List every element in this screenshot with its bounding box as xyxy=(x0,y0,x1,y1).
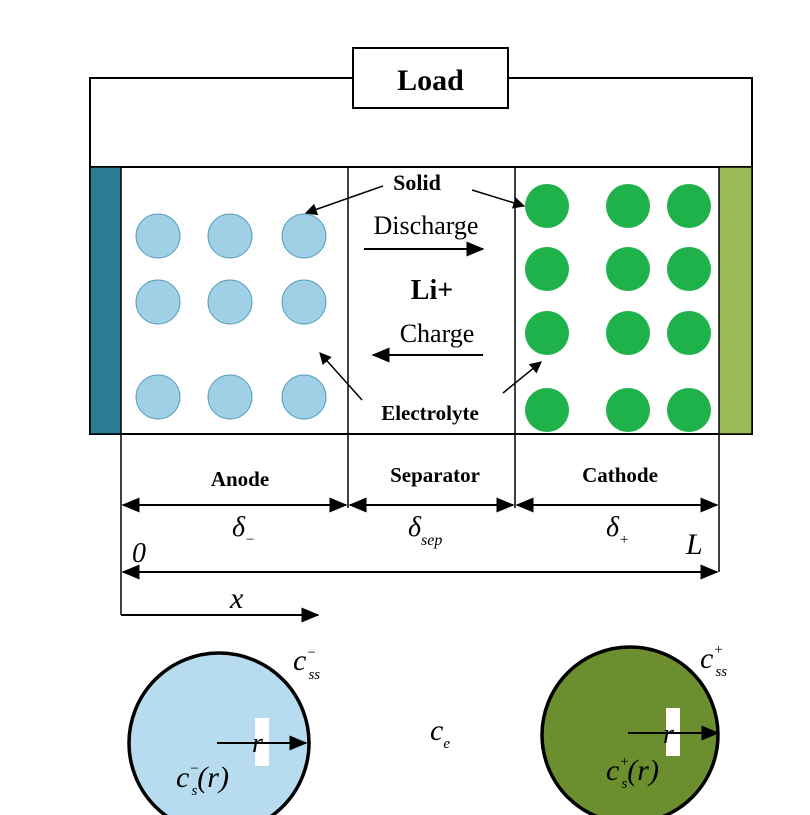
cathode-particles xyxy=(525,184,711,432)
circuit-wire-right xyxy=(508,77,753,167)
solid-label: Solid xyxy=(393,170,441,195)
anode-particle xyxy=(281,279,327,325)
cathode-thickness-symbol: δ+ xyxy=(606,512,629,548)
anode-surface-concentration-label: c−ss xyxy=(293,644,320,683)
cathode-particle xyxy=(606,388,650,432)
anode-radius-label: r xyxy=(252,728,263,759)
anode-particles xyxy=(135,213,327,420)
load-box xyxy=(352,47,509,109)
cathode-particle xyxy=(667,247,711,291)
separator-label: Separator xyxy=(390,463,480,487)
circuit-wire-left xyxy=(89,77,353,167)
discharge-label: Discharge xyxy=(374,211,479,240)
cathode-particle xyxy=(606,311,650,355)
anode-particle xyxy=(135,374,181,420)
anode-particle xyxy=(135,279,181,325)
separator-annotations: Solid Discharge Li+ Charge Electrolyte xyxy=(304,170,542,425)
cathode-particle xyxy=(667,311,711,355)
charge-label: Charge xyxy=(400,319,475,348)
cathode-particle xyxy=(606,184,650,228)
electrolyte-concentration-label: ce xyxy=(430,714,450,752)
cathode-particle-cross-section xyxy=(540,645,720,815)
dimension-lines: Anode Separator Cathode δ− δsep δ+ 0 L x xyxy=(120,434,720,623)
length-label: L xyxy=(685,528,703,561)
cathode-label: Cathode xyxy=(582,463,658,487)
cathode-current-collector xyxy=(718,166,753,435)
origin-label: 0 xyxy=(132,538,146,569)
cathode-particle xyxy=(525,388,569,432)
anode-concentration-label: c−s(r) xyxy=(176,761,229,799)
cathode-particle xyxy=(667,184,711,228)
anode-label: Anode xyxy=(211,467,269,491)
anode-current-collector xyxy=(89,166,122,435)
anode-particle xyxy=(281,213,327,259)
electrolyte-arrow-right xyxy=(502,361,542,394)
load-label: Load xyxy=(397,64,464,97)
separator-thickness-symbol: δsep xyxy=(408,512,442,549)
cathode-particle xyxy=(525,184,569,228)
cathode-radius-label: r xyxy=(663,719,674,750)
anode-particle-detail: r c−s(r) c−ss xyxy=(127,644,320,815)
li-ion-label: Li+ xyxy=(411,275,453,306)
solid-arrow-left xyxy=(304,185,384,216)
solid-arrow-right xyxy=(471,189,526,209)
electrolyte-label: Electrolyte xyxy=(381,401,479,425)
anode-thickness-symbol: δ− xyxy=(232,512,255,548)
cathode-concentration-label: c+s(r) xyxy=(606,754,659,792)
cathode-particle xyxy=(525,247,569,291)
cathode-particle xyxy=(667,388,711,432)
cathode-particle xyxy=(525,311,569,355)
cathode-particle xyxy=(606,247,650,291)
cathode-surface-concentration-label: c+ss xyxy=(700,642,727,680)
anode-particle xyxy=(207,279,253,325)
external-circuit: Load xyxy=(89,47,753,167)
anode-particle xyxy=(207,213,253,259)
anode-particle xyxy=(135,213,181,259)
anode-particle xyxy=(281,374,327,420)
x-axis-label: x xyxy=(229,582,244,615)
electrolyte-arrow-left xyxy=(319,352,363,401)
anode-particle-cross-section xyxy=(127,651,311,815)
anode-particle xyxy=(207,374,253,420)
cathode-particle-detail: r c+s(r) c+ss xyxy=(540,642,727,815)
